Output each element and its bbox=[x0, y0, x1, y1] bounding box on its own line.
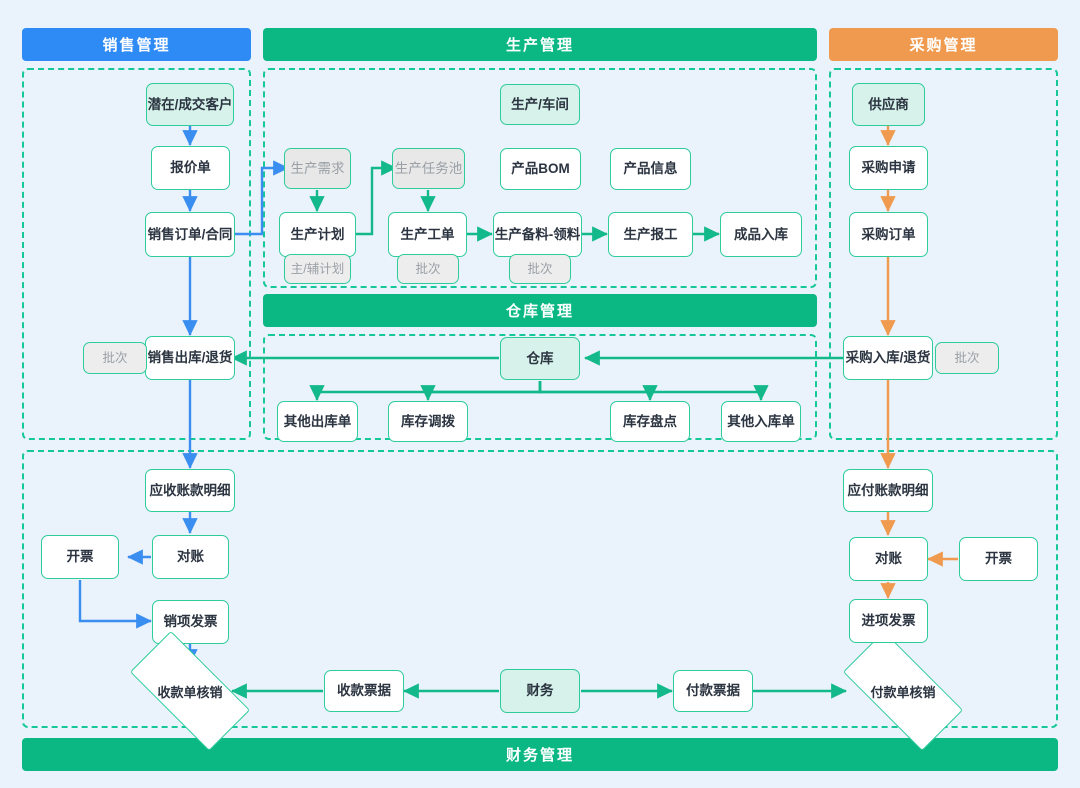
zone-warehouse bbox=[263, 334, 817, 440]
node-recon-left[interactable]: 对账 bbox=[152, 535, 229, 579]
node-product-bom[interactable]: 产品BOM bbox=[500, 148, 581, 190]
node-sales-order[interactable]: 销售订单/合同 bbox=[145, 212, 235, 257]
node-receipt-voucher[interactable]: 收款票据 bbox=[324, 670, 404, 712]
node-sales-out[interactable]: 销售出库/退货 bbox=[145, 336, 235, 380]
zone-sales bbox=[22, 68, 251, 440]
node-input-invoice[interactable]: 进项发票 bbox=[849, 599, 928, 643]
node-invoice-right[interactable]: 开票 bbox=[959, 537, 1038, 581]
node-transfer[interactable]: 库存调拨 bbox=[388, 401, 468, 442]
tag-sales-batch: 批次 bbox=[83, 342, 147, 374]
node-other-out[interactable]: 其他出库单 bbox=[277, 401, 358, 442]
section-header-finance: 财务管理 bbox=[22, 738, 1058, 771]
node-workshop[interactable]: 生产/车间 bbox=[500, 84, 580, 125]
tag-plan-type: 主/辅计划 bbox=[284, 254, 351, 284]
tag-prepare-batch: 批次 bbox=[509, 254, 571, 284]
node-task-pool[interactable]: 生产任务池 bbox=[392, 148, 465, 189]
node-quotation[interactable]: 报价单 bbox=[151, 146, 230, 190]
node-payable[interactable]: 应付账款明细 bbox=[843, 469, 933, 512]
node-recon-right[interactable]: 对账 bbox=[849, 537, 928, 581]
node-finished-in[interactable]: 成品入库 bbox=[720, 212, 802, 257]
node-work-order[interactable]: 生产工单 bbox=[388, 212, 467, 257]
node-purchase-in[interactable]: 采购入库/退货 bbox=[843, 336, 933, 380]
node-stocktake[interactable]: 库存盘点 bbox=[610, 401, 690, 442]
section-header-production: 生产管理 bbox=[263, 28, 817, 61]
node-plan[interactable]: 生产计划 bbox=[279, 212, 356, 257]
section-header-sales: 销售管理 bbox=[22, 28, 251, 61]
node-supplier[interactable]: 供应商 bbox=[852, 83, 925, 126]
node-prepare[interactable]: 生产备料-领料 bbox=[493, 212, 582, 257]
node-warehouse[interactable]: 仓库 bbox=[500, 337, 580, 380]
node-report[interactable]: 生产报工 bbox=[608, 212, 693, 257]
node-output-invoice[interactable]: 销项发票 bbox=[152, 600, 229, 644]
node-demand[interactable]: 生产需求 bbox=[284, 148, 351, 189]
node-receivable[interactable]: 应收账款明细 bbox=[145, 469, 235, 512]
node-payment-writeoff[interactable]: 付款单核销 bbox=[842, 630, 964, 752]
tag-purchase-batch: 批次 bbox=[935, 342, 999, 374]
node-customer[interactable]: 潜在/成交客户 bbox=[146, 83, 234, 126]
tag-work-order-batch: 批次 bbox=[397, 254, 459, 284]
node-product-info[interactable]: 产品信息 bbox=[610, 148, 691, 190]
node-invoice-left[interactable]: 开票 bbox=[41, 535, 119, 579]
node-finance[interactable]: 财务 bbox=[500, 669, 580, 713]
node-requisition[interactable]: 采购申请 bbox=[849, 146, 928, 190]
node-other-in[interactable]: 其他入库单 bbox=[721, 401, 801, 442]
zone-purchase bbox=[829, 68, 1058, 440]
node-payment-voucher[interactable]: 付款票据 bbox=[673, 670, 753, 712]
node-purchase-order[interactable]: 采购订单 bbox=[849, 212, 928, 257]
section-header-warehouse: 仓库管理 bbox=[263, 294, 817, 327]
node-receipt-writeoff[interactable]: 收款单核销 bbox=[129, 630, 251, 752]
zone-finance bbox=[22, 450, 1058, 728]
section-header-purchase: 采购管理 bbox=[829, 28, 1058, 61]
